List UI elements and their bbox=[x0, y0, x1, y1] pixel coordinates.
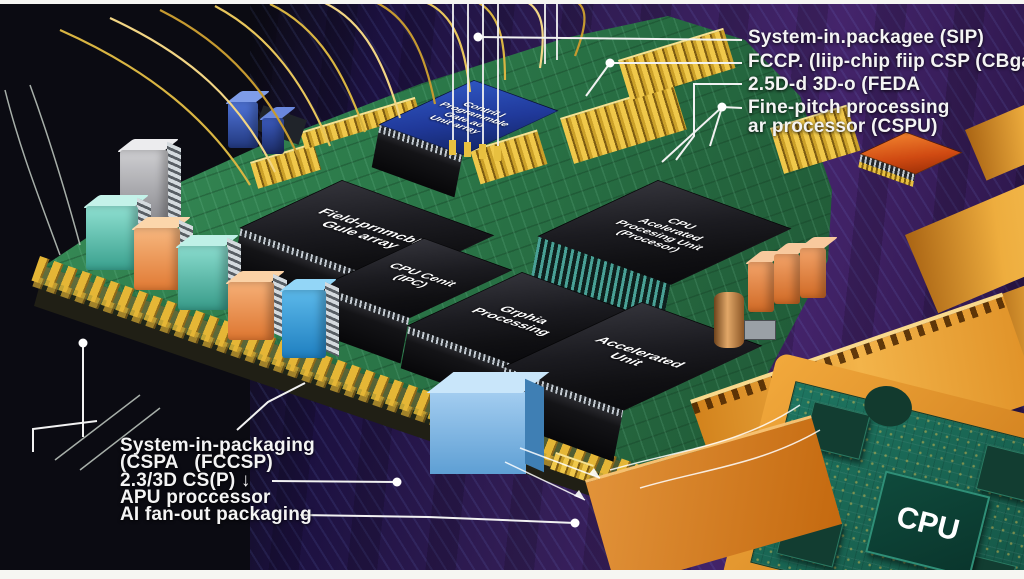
top-white-strip bbox=[0, 0, 1024, 4]
capacitor-navy bbox=[258, 107, 297, 154]
label-sip: System-in.packagee (SIP) bbox=[748, 27, 985, 48]
connector-gray bbox=[744, 320, 776, 340]
bottom-white-strip bbox=[0, 570, 1024, 579]
blue-module bbox=[426, 372, 550, 474]
label-system-in-packaging: System-in-packaging bbox=[120, 435, 315, 456]
capacitor-orange bbox=[224, 271, 287, 340]
capacitor-blue bbox=[278, 279, 339, 358]
label-fine-pitch-2: ar processor (CSPU) bbox=[748, 116, 938, 137]
label-25d-3d: 2.5D-d 3D-o (FEDA bbox=[748, 74, 921, 95]
label-fine-pitch: Fine-pitch processing bbox=[748, 97, 950, 118]
label-cspa-fccsp: (CSPA (FCCSP) bbox=[120, 452, 273, 473]
capacitor-orange bbox=[130, 217, 193, 290]
capacitor-cylinder bbox=[714, 292, 744, 348]
cpu-die-label: CPU bbox=[893, 500, 963, 548]
capacitor-teal bbox=[82, 195, 151, 270]
label-ai-fan-out: AI fan-out packaging bbox=[120, 504, 312, 525]
label-23-3d-csp: 2.3/3D CS(P) ↓ bbox=[120, 470, 251, 491]
label-apu-processor: APU proccessor bbox=[120, 487, 271, 508]
capacitor-navy bbox=[224, 91, 271, 148]
capacitor-orange-small bbox=[744, 251, 787, 312]
capacitor-orange-small bbox=[770, 243, 813, 304]
cpu-die: CPU bbox=[865, 470, 991, 579]
capacitor-orange-small bbox=[796, 237, 839, 298]
label-fccsp: FCCP. (liip-chip fiip CSP (CBga) bbox=[748, 51, 1024, 72]
capacitor-teal bbox=[174, 235, 241, 310]
